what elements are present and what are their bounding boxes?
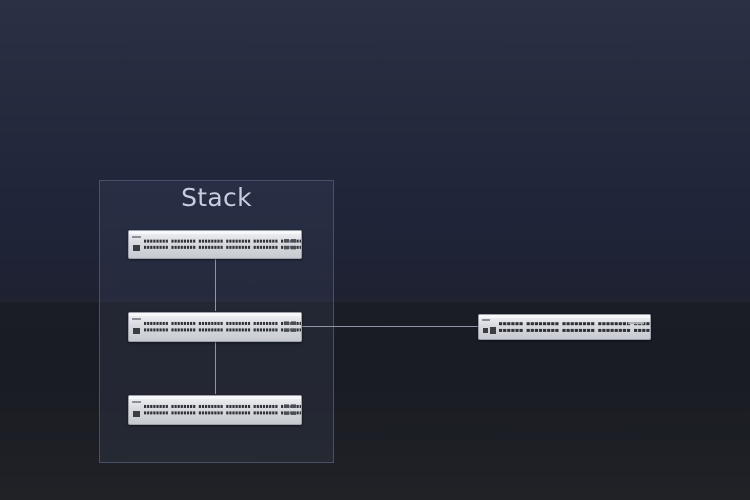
access-switch-icon bbox=[128, 395, 302, 425]
stack-group-label: Stack bbox=[181, 183, 252, 212]
access-switch-icon bbox=[128, 312, 302, 342]
horizon-line bbox=[0, 298, 750, 302]
uplink-stack-to-aggregation bbox=[301, 326, 479, 327]
stack-link-1-2 bbox=[215, 259, 216, 311]
stack-link-2-3 bbox=[215, 342, 216, 394]
aggregation-switch-icon bbox=[478, 314, 651, 340]
access-switch-icon bbox=[128, 230, 302, 259]
